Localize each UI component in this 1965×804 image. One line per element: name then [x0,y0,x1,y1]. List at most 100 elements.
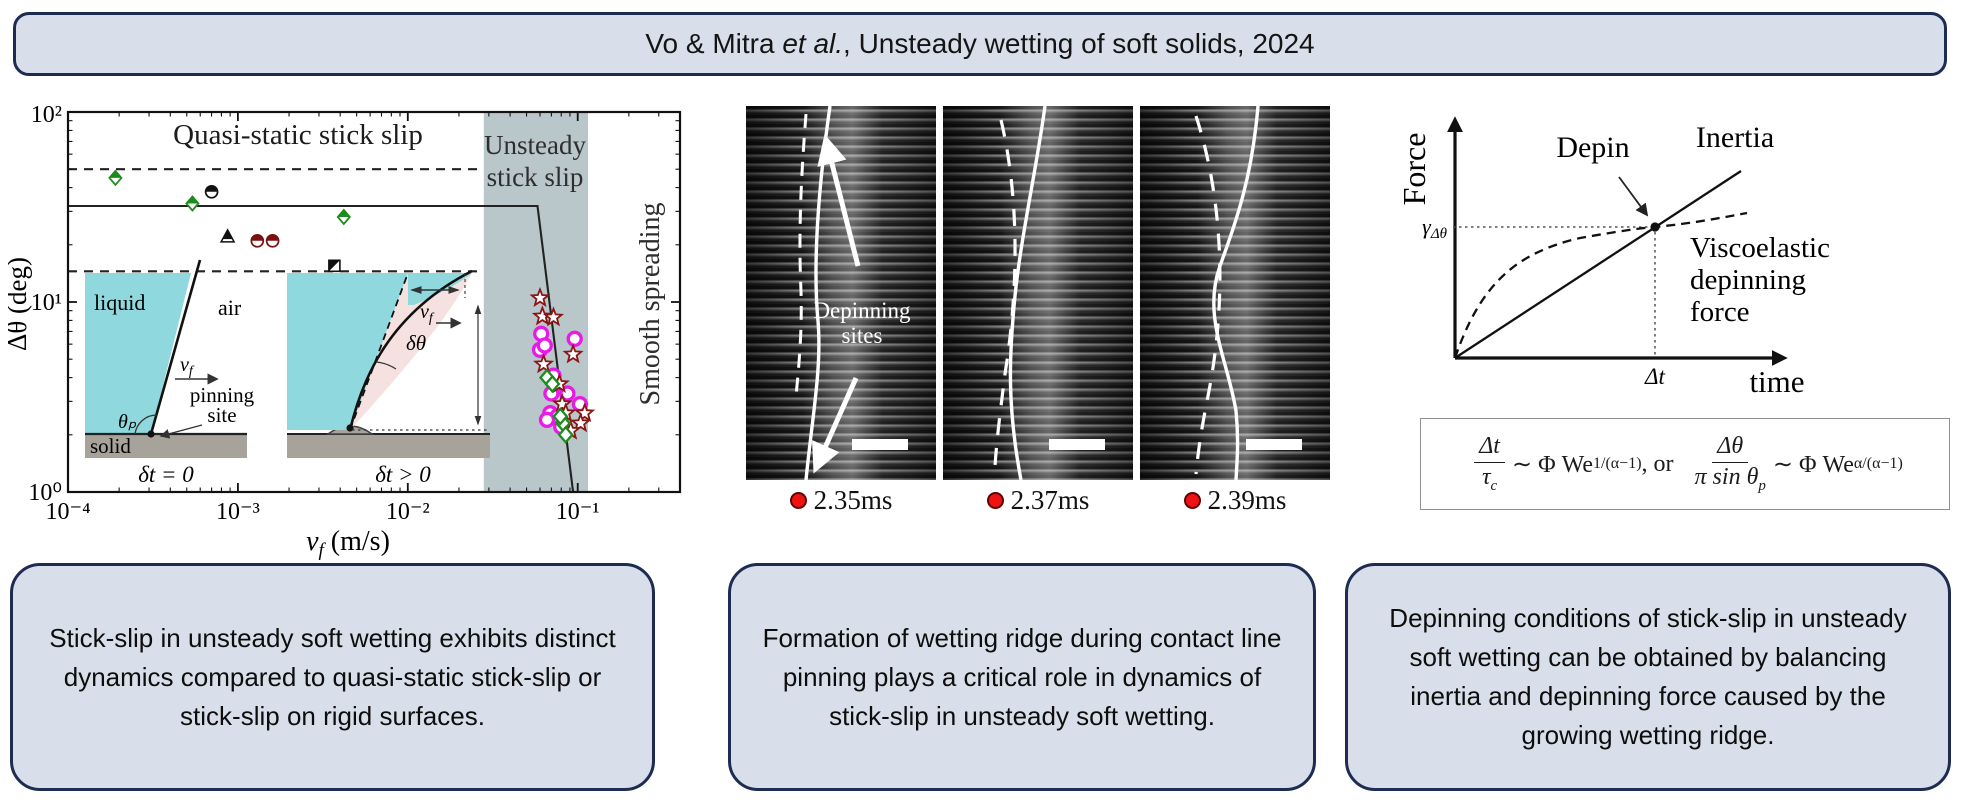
y-tick-label: 10² [31,102,62,128]
scatter-point [557,425,574,445]
scatter-point [529,286,551,307]
smooth-spreading-label: Smooth spreading [635,203,666,406]
tau: τ [1481,463,1491,490]
scatter-point [536,337,553,354]
record-dot-icon [789,491,807,509]
formula-rel-1: ∼ Φ We [1511,451,1594,478]
tau-sub: c [1490,477,1498,494]
scatter-point [204,184,219,199]
formula-exp-2: α/(α−1) [1853,455,1903,472]
scatter-point [562,343,584,364]
scatter-point [185,195,200,212]
vf-sub-2: f [429,311,435,326]
formula-dt: Δt [1474,433,1505,463]
vf-main-2: v [420,301,429,323]
scatter-point [551,393,573,414]
scatter-point [336,208,351,226]
y-tick-label: 10¹ [31,290,62,316]
series-green-open-diamonds [538,368,574,445]
scatter-point [250,233,265,248]
microscopy-frame-2 [943,106,1133,480]
liquid-region [85,273,191,434]
theta-p-sub: p [1758,477,1766,494]
series-black-half-circle [204,184,219,199]
formula-tau-c: τc [1482,463,1497,495]
delta-theta-arc [375,361,397,370]
formula-or: , or [1641,450,1674,477]
scatter-point [531,305,553,326]
quasi-static-region-label: Quasi-static stick slip [173,119,423,151]
timestamp-3: 2.39ms [1140,483,1330,517]
scatter-point [542,306,565,327]
timestamp-2-value: 2.37ms [1010,484,1090,515]
conclusion-text-3: Depinning conditions of stick-slip in un… [1389,603,1907,750]
scale-bar [1049,439,1105,450]
gamma-delta-theta-label: γΔθ [1422,214,1447,242]
formula-exp-1: 1/(α−1) [1593,455,1642,472]
scatter-point [108,169,123,187]
solid-substrate-2 [287,434,490,458]
vf-main: v [180,354,189,376]
gamma-main: γ [1422,214,1432,239]
pinning-site-label-1: pinning [190,383,255,407]
air-label: air [218,295,242,320]
scatter-point [328,259,341,273]
inset-pinned-contact-line: liquid air solid θₚ vf pinning site δt =… [85,259,255,487]
depin-arrow [1618,176,1649,217]
inset1-caption: δt = 0 [138,462,194,487]
conclusion-box-3: Depinning conditions of stick-slip in un… [1345,563,1951,791]
force-time-schematic: Force time Depin Inertia Viscoelastic de… [1396,116,1830,399]
x-label-units: (m/s) [324,526,390,557]
contact-line-curve [1008,106,1047,480]
stickslip-regime-chart: liquid air solid θₚ vf pinning site δt =… [8,102,682,561]
fraction-dt-tau: Δt τc [1474,433,1505,495]
scatter-point [538,411,556,428]
x-tick-label: 10⁻³ [216,499,260,525]
liquid-region-2 [287,273,408,430]
pinning-point-2 [346,424,354,432]
viscoelastic-curve [1453,211,1748,359]
conclusion-text-1: Stick-slip in unsteady soft wetting exhi… [49,622,616,731]
scatter-point [219,228,236,243]
viscoelastic-label-3: force [1690,296,1750,328]
conclusion-text-2: Formation of wetting ridge during contac… [762,622,1282,731]
timestamp-3-value: 2.39ms [1207,484,1287,515]
series-black-triangle [219,228,236,243]
contact-line-curve [804,106,832,480]
time-axis-label: time [1749,364,1804,399]
timestamp-2: 2.37ms [943,483,1133,517]
microscopy-frame-3 [1140,106,1330,480]
series-darkred-half-circles [250,233,280,248]
frame3-overlay [1194,106,1302,480]
series-green-half-diamonds [108,169,351,226]
fraction-dtheta: Δθ π sin θp [1695,433,1766,495]
scatter-point [265,233,280,248]
depinning-sites-label-1: Depinning [813,298,911,323]
formula-rel-2: ∼ Φ We [1772,451,1854,478]
depin-label: Depin [1556,131,1629,164]
timestamp-1: 2.35ms [746,483,936,517]
solid-label: solid [90,434,131,458]
delta-theta-label: δθ [406,331,426,355]
scatter-point [544,374,561,394]
force-axis-label: Force [1396,133,1432,206]
depinning-sites-label-2: sites [842,323,883,348]
conclusion-box-1: Stick-slip in unsteady soft wetting exhi… [10,563,655,791]
liquid-label: liquid [94,290,145,315]
theta-p-label: θₚ [118,411,137,433]
record-dot-icon [1183,491,1201,509]
chart-text-labels: Quasi-static stick slip Unsteady stick s… [8,119,666,561]
scale-bar [1246,439,1302,450]
inset2-caption: δt > 0 [375,462,431,487]
banner-title-rest: , Unsteady wetting of soft solids, 2024 [843,28,1315,59]
viscoelastic-label-2: depinning [1690,264,1806,296]
theta-arc [134,414,158,435]
scatter-point [533,353,555,374]
viscoelastic-label-1: Viscoelastic [1690,232,1830,264]
scatter-point [566,330,583,347]
inertia-label: Inertia [1696,121,1774,154]
scatter-point [570,412,592,433]
conclusion-box-2: Formation of wetting ridge during contac… [728,563,1316,791]
